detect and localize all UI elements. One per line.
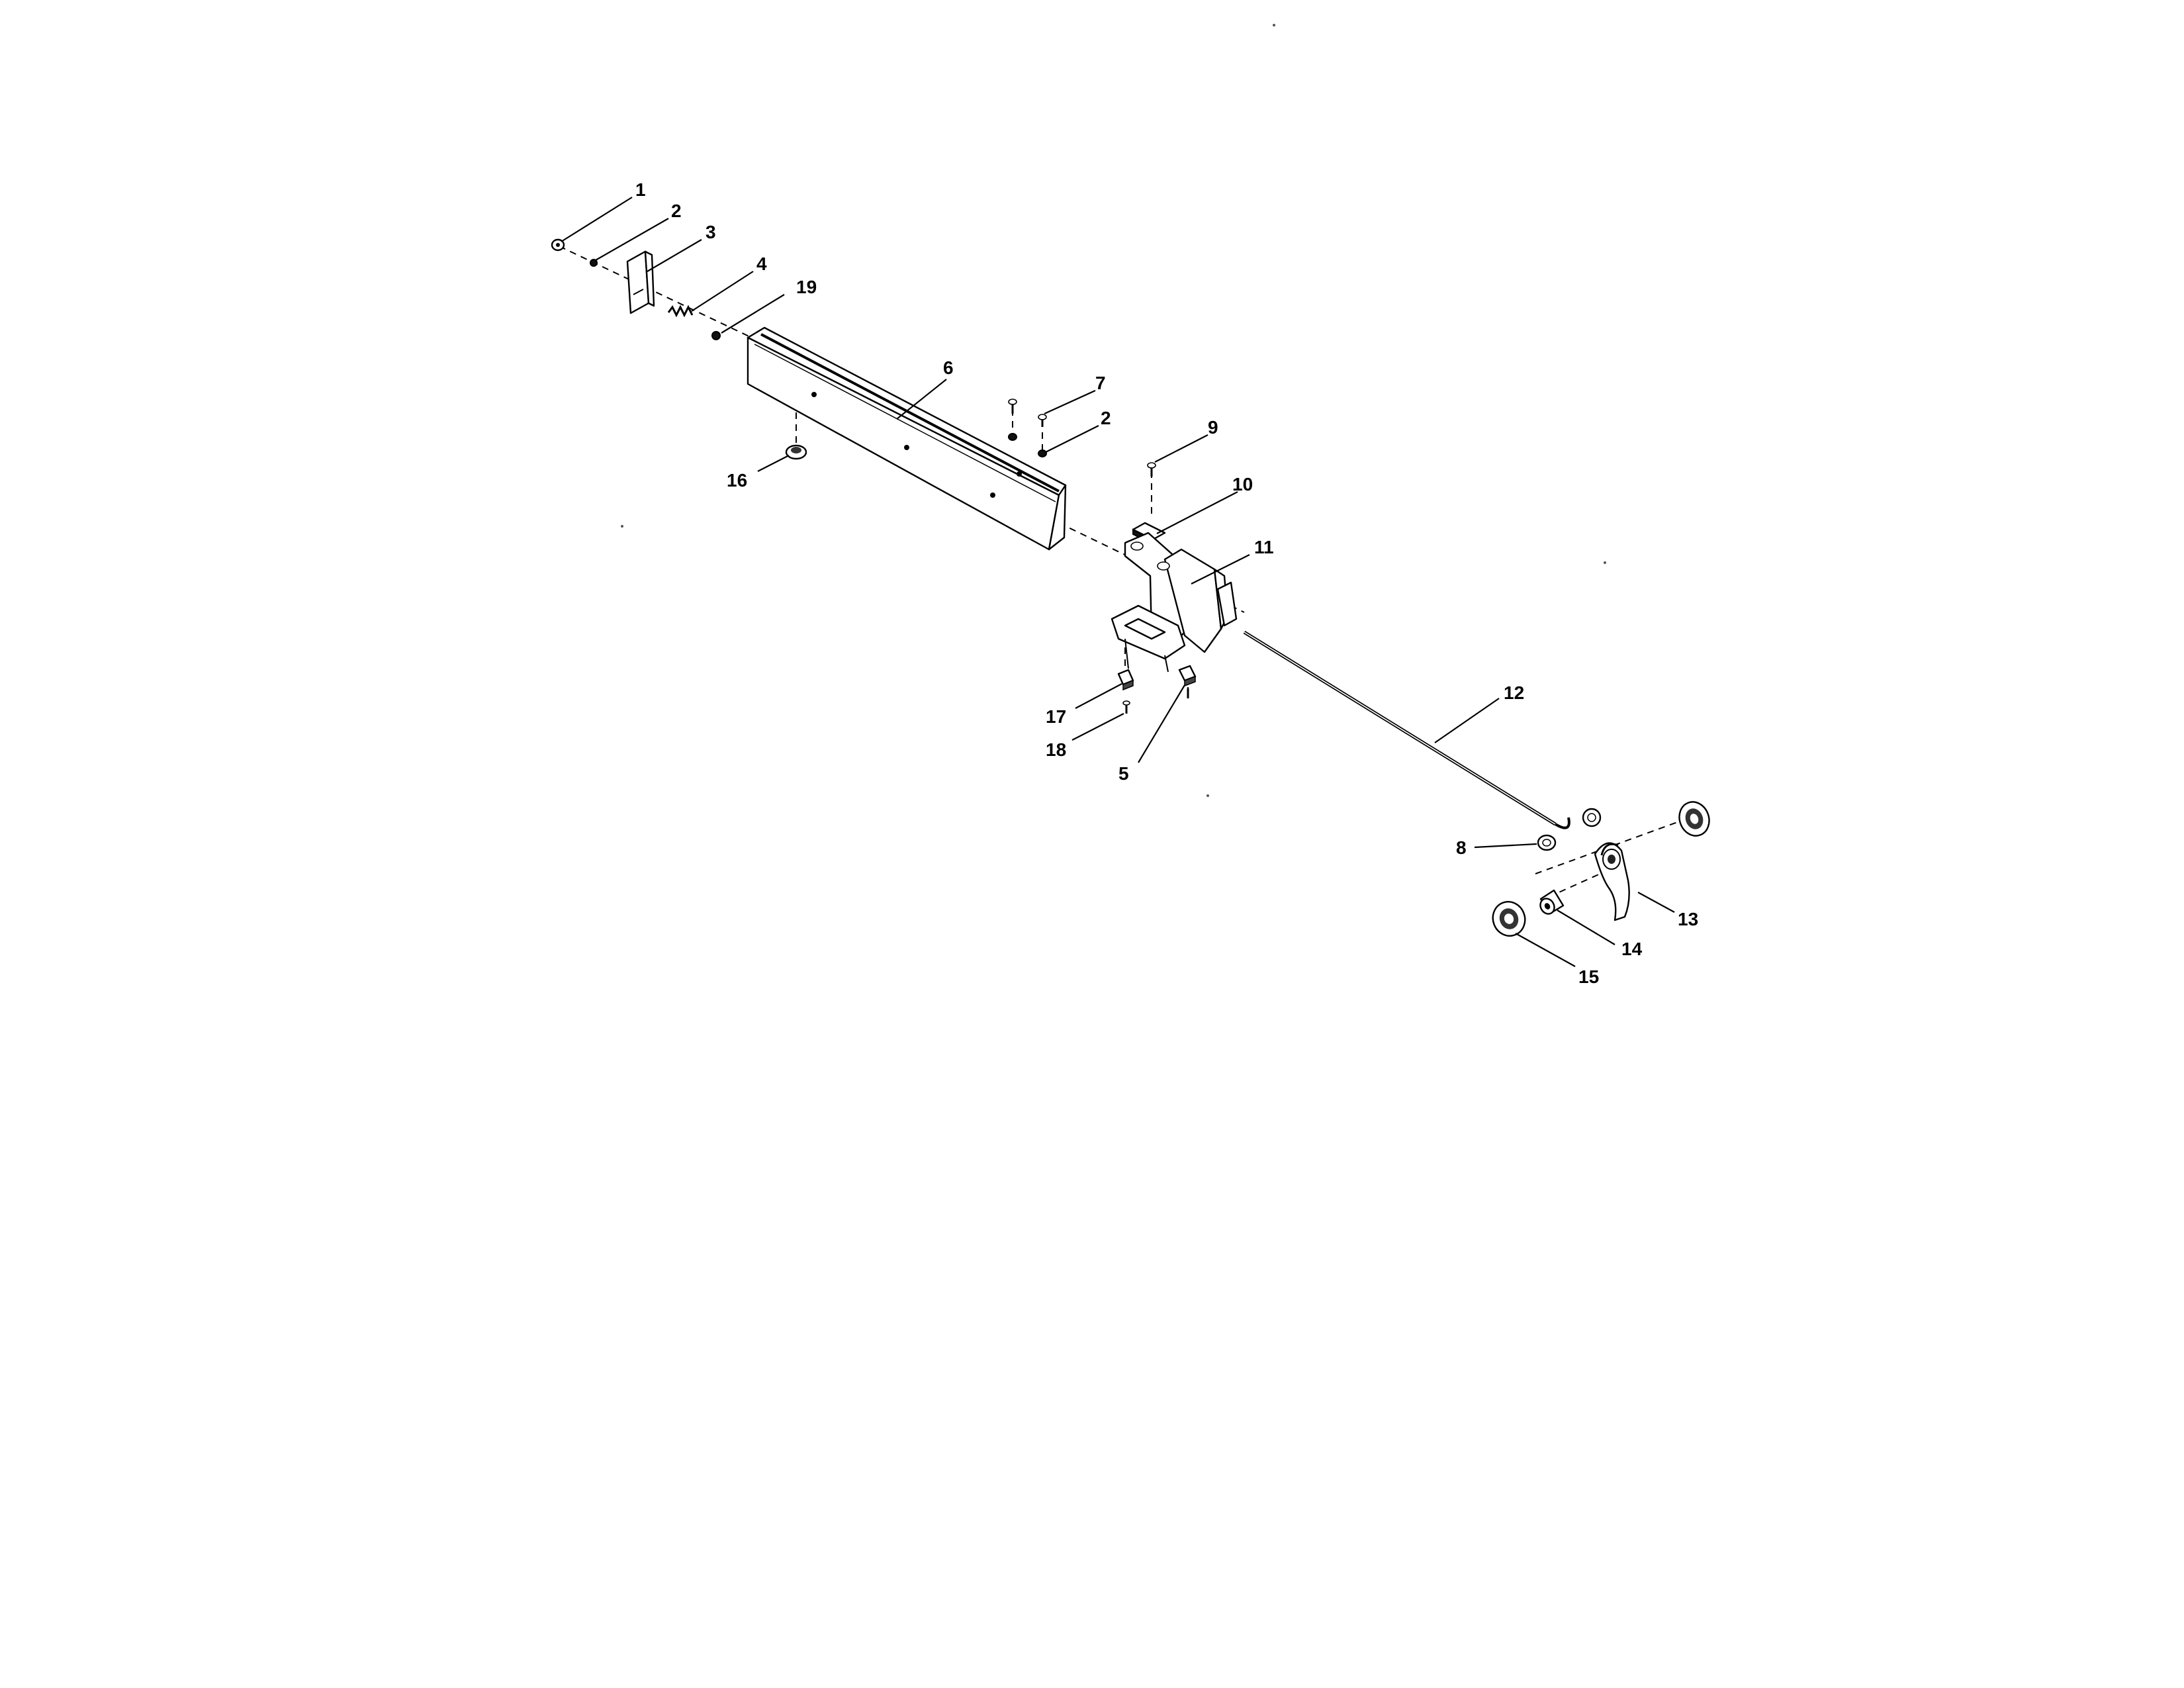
callout-number: 14 <box>1621 939 1643 959</box>
part-4-spring <box>667 305 694 318</box>
part-5-slider-block <box>1178 665 1197 698</box>
callout-number: 8 <box>1456 837 1467 858</box>
part-17-slider-block <box>1117 669 1134 691</box>
callout-number: 11 <box>1254 537 1274 557</box>
part-19-washer <box>711 331 721 340</box>
callout-number: 19 <box>796 277 817 297</box>
part-8-washer <box>1582 808 1602 827</box>
callout-number: 16 <box>727 470 747 491</box>
part-15-bushing <box>1492 901 1526 937</box>
part-7-screw <box>1038 414 1047 427</box>
callout-number: 5 <box>1118 763 1129 784</box>
part-9-screw <box>1147 462 1156 477</box>
part-12-lock-rod <box>1243 630 1570 829</box>
part-13-cam-lever <box>1594 842 1630 921</box>
part-16-foot-pad <box>785 444 807 460</box>
part-15-bushing <box>1678 801 1710 837</box>
part-2-washer <box>1038 449 1047 457</box>
callout-number: 2 <box>1101 408 1111 428</box>
callout-number: 3 <box>705 222 716 242</box>
part-18-screw <box>1122 700 1130 714</box>
callout-number: 15 <box>1578 966 1599 987</box>
callout-number: 1 <box>635 179 646 200</box>
scan-speck <box>1206 794 1209 797</box>
callout-number: 10 <box>1232 474 1253 494</box>
callout-number: 13 <box>1678 909 1698 929</box>
part-11-fence-head <box>1111 532 1238 673</box>
part-3-bracket-plate <box>626 250 655 314</box>
callout-leaders <box>561 197 1675 967</box>
callout-number: 9 <box>1208 417 1218 438</box>
assembly-axis-line <box>559 246 755 340</box>
part-14-pin <box>1539 889 1565 915</box>
part-2-washer <box>590 259 598 267</box>
part-8-washer <box>1537 834 1557 851</box>
part-7-screw <box>1008 399 1017 441</box>
scan-speck <box>1604 561 1606 564</box>
scan-speck <box>621 525 623 528</box>
callout-number: 18 <box>1046 739 1066 760</box>
callout-number: 7 <box>1095 373 1106 393</box>
callout-number: 2 <box>671 201 682 221</box>
callout-number: 17 <box>1046 706 1066 727</box>
scan-speck <box>1273 24 1275 26</box>
callout-number: 12 <box>1504 682 1524 703</box>
callout-number: 4 <box>756 254 767 274</box>
part-1-nut <box>551 238 565 252</box>
callout-number: 6 <box>943 357 954 378</box>
